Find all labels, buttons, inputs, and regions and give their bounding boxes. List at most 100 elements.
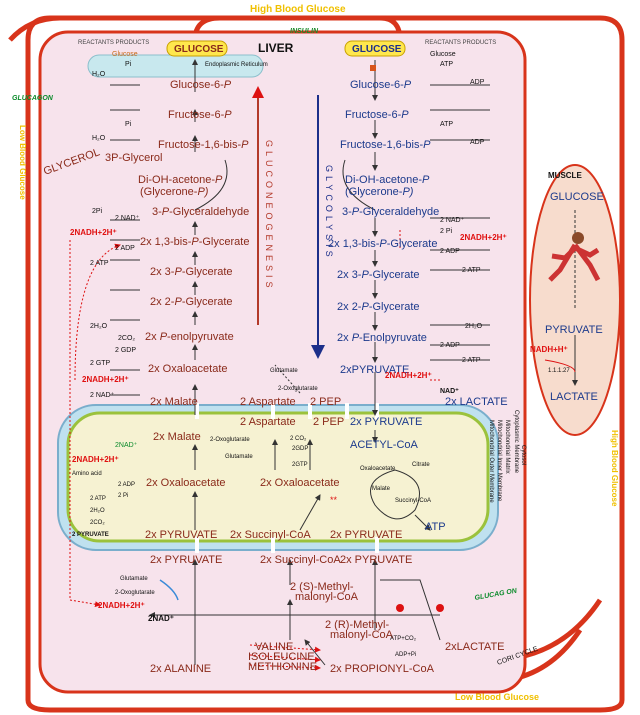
nad2-right: NAD⁺ <box>440 388 459 395</box>
pi-left-1: Pi <box>125 61 132 68</box>
pg2-left: 2x 2-P-Glycerate <box>150 296 233 308</box>
pg3-right: 2x 3-P-Glycerate <box>337 269 420 281</box>
reactants-products-left: REACTANTS PRODUCTS <box>78 40 149 46</box>
mito-h2o: 2H₂O <box>90 508 105 514</box>
adp-left: 2 ADP <box>115 245 135 252</box>
pi-left-2: Pi <box>125 121 132 128</box>
mito-pep: 2 PEP <box>313 416 344 428</box>
muscle-nadh-arrow <box>544 359 576 373</box>
nad-right: 2 NAD⁺ <box>440 217 465 224</box>
bpg-left: 2x 1,3-bis-P-Glycerate <box>140 236 249 248</box>
nadh2-left: 2NADH+2H⁺ <box>82 375 129 384</box>
mito-nad: 2NAD⁺ <box>115 442 138 449</box>
high-glucose-label: High Blood Glucose <box>250 4 346 15</box>
aspartate-left: 2 Aspartate <box>240 396 296 408</box>
bottom-arrows <box>149 559 441 666</box>
mito-pi: 2 Pi <box>118 493 128 499</box>
glucose-right: GLUCOSE <box>352 44 402 55</box>
liver-cell <box>38 30 527 694</box>
h2o-left-2: H₂O <box>92 135 106 142</box>
mitochondrion-inner <box>66 411 490 543</box>
pyruvate-right: 2xPYRUVATE <box>340 364 409 376</box>
bottom-oxoglut: 2-Oxoglutarate <box>115 590 155 596</box>
mito-oxoglut: 2-Oxoglutarate <box>210 437 250 443</box>
glucagon-left-label: GLUCAGON <box>12 95 54 102</box>
bottom-pyruvate: 2x PYRUVATE <box>150 554 222 566</box>
h2o-right: 2H₂O <box>465 323 483 330</box>
g6p-right: Glucose-6-P <box>350 79 412 91</box>
atp-right-1: ATP <box>440 61 453 68</box>
pep-right: 2x P-Enolpyruvate <box>337 332 427 344</box>
bottom-valine: VALINE <box>255 641 293 653</box>
twopi-left: 2Pi <box>92 208 103 215</box>
bottom-succinyl: 2x Succinyl-CoA <box>260 554 341 566</box>
bottom-propionyl: 2x PROPIONYL-CoA <box>330 663 435 675</box>
mito-gdp: 2GDP <box>292 446 308 452</box>
low-glucose-left-label: Low Blood Glucose <box>18 125 27 200</box>
cyto-membrane-label: Cytoplasmic Membrane <box>513 410 519 474</box>
p3-glycerol: 3P-Glycerol <box>105 152 162 164</box>
mito-pyruvate-top: 2x PYRUVATE <box>350 416 422 428</box>
bottom-adppi: ADP+Pi <box>395 652 416 658</box>
reactants-products-right: REACTANTS PRODUCTS <box>425 40 496 46</box>
mito-oaa-left: 2x Oxaloacetate <box>146 477 226 489</box>
mito-pyruvate-br: 2x PYRUVATE <box>330 529 402 541</box>
glucose-box-left <box>166 40 228 57</box>
low-glucose-bottom-label: Low Blood Glucose <box>455 692 539 702</box>
nadh2-right: 2NADH+2H⁺ <box>385 371 432 380</box>
mito-outer-label: Mitochondrial Outer Membrane <box>488 420 494 503</box>
mito-co2b: 2CO₂ <box>90 520 105 526</box>
mito-succinyl-small: Succinyl-CoA <box>395 498 431 504</box>
f16bp-left: Fructose-1,6-bis-P <box>158 139 249 151</box>
atp-right-2: ATP <box>440 121 453 128</box>
left-chain-arrows <box>110 59 376 415</box>
glucose-small-right: Glucose <box>430 51 456 58</box>
red-dotted <box>69 230 440 671</box>
muscle-glucose: GLUCOSE <box>550 191 604 203</box>
pep2-left: 2 PEP <box>310 396 341 408</box>
mito-adp: 2 ADP <box>118 482 135 488</box>
glucose-small-left: Glucose <box>112 51 138 58</box>
glucose-box-right <box>344 40 406 57</box>
dhap-right-1: Di-OH-acetone-P <box>345 174 430 186</box>
nadh-left: 2NADH+2H⁺ <box>70 228 117 237</box>
muscle-nadh: NADH+H⁺ <box>530 345 568 354</box>
bottom-glutamate: Glutamate <box>120 576 148 582</box>
atp-left: 2 ATP <box>90 260 109 267</box>
dhap-right-2: (Glycerone-P) <box>345 186 414 198</box>
atp-right-4: 2 ATP <box>462 357 481 364</box>
f16bp-right: Fructose-1,6-bis-P <box>340 139 431 151</box>
mito-arrows <box>192 430 431 531</box>
mito-succinyl: 2x Succinyl-CoA <box>230 529 311 541</box>
mito-co2: 2 CO₂ <box>290 436 307 442</box>
muscle-lactate: LACTATE <box>550 391 598 403</box>
nad2-left: 2 NAD⁺ <box>90 392 115 399</box>
glucose-left: GLUCOSE <box>174 44 224 55</box>
bottom-smethyl-2: malonyl-CoA <box>295 591 359 603</box>
nadh-right: 2NADH+2H⁺ <box>460 233 507 242</box>
dhap-left-2: (Glycerone-P) <box>140 186 209 198</box>
bottom-atpco2: ATP+CO₂ <box>390 636 417 642</box>
pep-left: 2x P-enolpyruvate <box>145 331 234 343</box>
mito-nadh: 2NADH+2H⁺ <box>72 455 119 464</box>
adp-right-3: 2 ADP <box>440 248 460 255</box>
mito-glutamate: Glutamate <box>225 454 253 460</box>
mito-oaa-mid: 2x Oxaloacetate <box>260 477 340 489</box>
bottom-rmethyl-2: malonyl-CoA <box>330 629 394 641</box>
mito-atp2: 2 ATP <box>90 496 106 502</box>
f6p-right: Fructose-6-P <box>345 109 409 121</box>
mito-acetylcoa: ACETYL-CoA <box>350 439 419 451</box>
oxoglut-left: 2-Oxoglutarate <box>278 386 318 392</box>
gdp-left: 2 GDP <box>115 347 136 354</box>
mito-aspartate: 2 Aspartate <box>240 416 296 428</box>
bottom-isoleucine: ISOLEUCINE <box>248 651 315 663</box>
g3p-right: 3-P-Glyceraldehyde <box>342 206 439 218</box>
dhap-left-1: Di-OH-acetone-P <box>138 174 223 186</box>
muscle-label: MUSCLE <box>548 171 582 180</box>
mito-oaa-small: Oxaloacetate <box>360 466 396 472</box>
bottom-smethyl-1: 2 (S)-Methyl- <box>290 581 354 593</box>
bottom-rmethyl-1: 2 (R)-Methyl- <box>325 619 390 631</box>
mito-amino: Amino acid <box>72 471 102 477</box>
adp-right-2: ADP <box>470 139 485 146</box>
